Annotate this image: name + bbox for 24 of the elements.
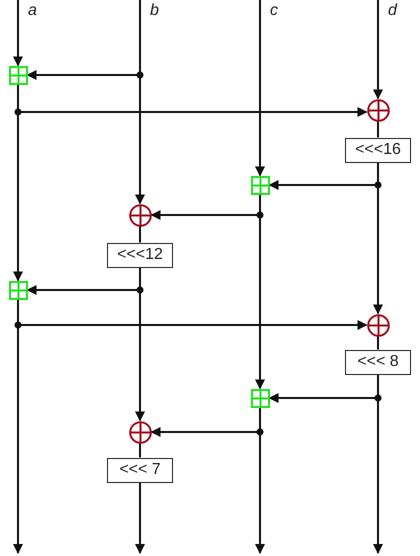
arrow	[255, 0, 265, 176]
rotate-box: <<< 7	[107, 458, 173, 482]
adder-symbol	[8, 280, 28, 300]
variable-label: d	[388, 2, 397, 20]
variable-label: c	[270, 2, 278, 20]
connector-line	[377, 122, 379, 138]
arrow	[135, 482, 145, 554]
variable-label: a	[28, 2, 37, 20]
xor-symbol	[366, 314, 390, 336]
rotate-box: <<< 8	[345, 350, 411, 374]
xor-symbol	[128, 420, 152, 444]
adder-symbol	[250, 176, 270, 194]
xor-symbol	[366, 98, 390, 122]
arrow	[373, 0, 383, 100]
connector-line	[139, 226, 141, 242]
xor-symbol	[128, 204, 152, 226]
rotate-box: <<<16	[345, 138, 411, 162]
rotate-box: <<<12	[107, 242, 173, 268]
connector-line	[377, 336, 379, 350]
arrow	[13, 0, 23, 66]
variable-label: b	[150, 2, 159, 20]
connector-line	[139, 444, 141, 458]
adder-symbol	[8, 66, 28, 84]
adder-symbol	[250, 388, 270, 408]
